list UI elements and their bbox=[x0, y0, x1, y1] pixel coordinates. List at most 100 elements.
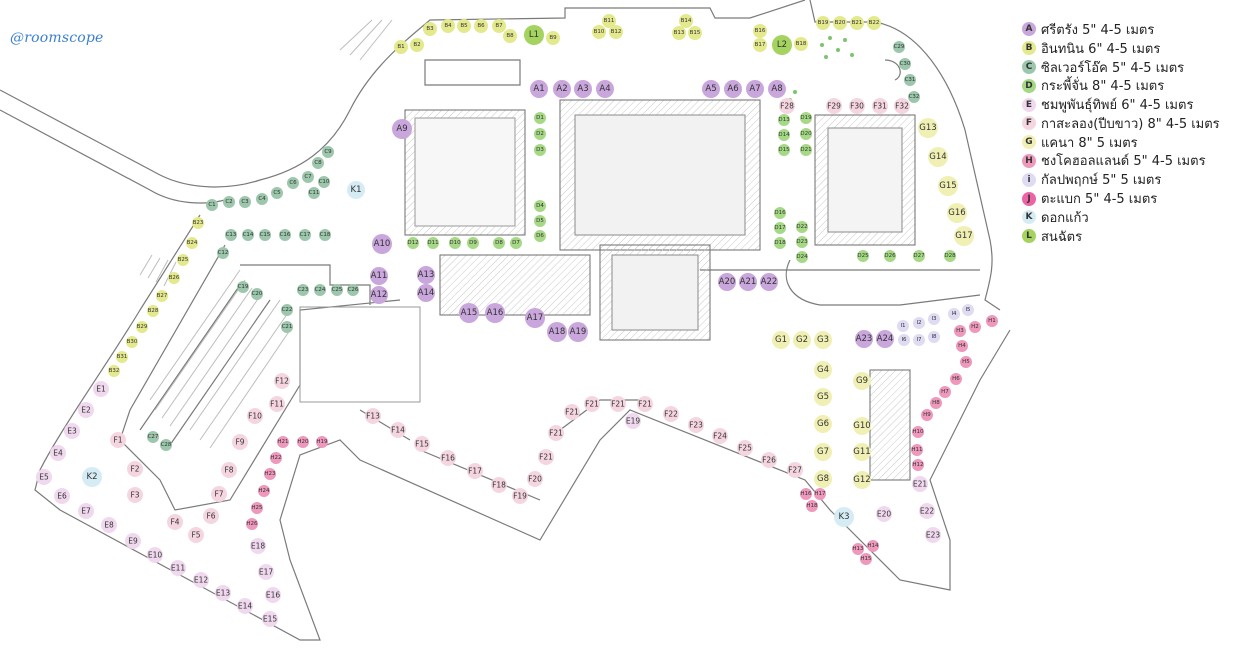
tree-marker: B22 bbox=[867, 16, 881, 30]
tree-marker-dot bbox=[912, 476, 928, 492]
tree-marker: C15 bbox=[259, 229, 271, 241]
tree-marker: F31 bbox=[872, 98, 888, 114]
tree-marker: H9 bbox=[921, 409, 933, 421]
tree-marker: A23 bbox=[855, 330, 873, 348]
tree-marker-dot bbox=[441, 19, 455, 33]
tree-marker-dot bbox=[54, 488, 70, 504]
tree-marker: L1 bbox=[524, 25, 544, 45]
tree-marker-dot bbox=[753, 24, 767, 38]
tree-marker-dot bbox=[774, 237, 786, 249]
tree-marker: D23 bbox=[796, 236, 808, 248]
tree-marker-dot bbox=[136, 321, 148, 333]
tree-marker-dot bbox=[904, 74, 916, 86]
tree-marker: B12 bbox=[609, 25, 623, 39]
tree-marker-dot bbox=[126, 336, 138, 348]
tree-marker-dot bbox=[867, 540, 879, 552]
tree-marker: B27 bbox=[156, 290, 168, 302]
tree-marker: E11 bbox=[170, 560, 186, 576]
tree-marker: I1 bbox=[897, 320, 909, 332]
tree-marker: G3 bbox=[814, 331, 832, 349]
tree-marker: E15 bbox=[262, 611, 278, 627]
tree-marker-dot bbox=[127, 487, 143, 503]
tree-marker-dot bbox=[702, 80, 720, 98]
tree-marker: C2 bbox=[223, 196, 235, 208]
tree-marker: C27 bbox=[147, 431, 159, 443]
tree-marker: I6 bbox=[898, 334, 910, 346]
parking-stripes bbox=[139, 19, 393, 449]
tree-marker: C28 bbox=[160, 439, 172, 451]
brand-logo: @roomscope bbox=[10, 30, 104, 46]
tree-marker: C3 bbox=[239, 196, 251, 208]
tree-marker: F12 bbox=[274, 373, 290, 389]
tree-marker: H10 bbox=[912, 426, 924, 438]
tree-marker-dot bbox=[760, 273, 778, 291]
tree-marker: E5 bbox=[36, 469, 52, 485]
tree-marker: H19 bbox=[316, 436, 328, 448]
tree-marker: D14 bbox=[778, 129, 790, 141]
tree-marker-dot bbox=[270, 452, 282, 464]
tree-marker: F21 bbox=[564, 404, 580, 420]
tree-marker-dot bbox=[855, 330, 873, 348]
tree-marker-dot bbox=[530, 80, 548, 98]
tree-marker-dot bbox=[459, 303, 479, 323]
tree-marker-dot bbox=[814, 361, 832, 379]
tree-marker-dot bbox=[246, 518, 258, 530]
tree-marker-dot bbox=[913, 250, 925, 262]
tree-marker: F28 bbox=[779, 98, 795, 114]
tree-marker-dot bbox=[928, 331, 940, 343]
tree-marker: F25 bbox=[737, 440, 753, 456]
tree-marker-dot bbox=[116, 351, 128, 363]
tree-marker-dot bbox=[746, 80, 764, 98]
tree-marker-dot bbox=[524, 25, 544, 45]
tree-marker: C18 bbox=[319, 229, 331, 241]
tree-marker: F32 bbox=[894, 98, 910, 114]
legend-swatch: K bbox=[1022, 210, 1036, 225]
buildings bbox=[404, 99, 916, 481]
tree-marker-dot bbox=[147, 431, 159, 443]
tree-marker: F8 bbox=[221, 462, 237, 478]
tree-marker: C26 bbox=[347, 284, 359, 296]
tree-marker-dot bbox=[392, 119, 412, 139]
tree-marker-dot bbox=[347, 284, 359, 296]
tree-marker-dot bbox=[948, 308, 960, 320]
tree-marker-dot bbox=[237, 281, 249, 293]
tree-marker-dot bbox=[574, 80, 592, 98]
legend-label: กัลปพฤกษ์ 5" 5 เมตร bbox=[1041, 173, 1162, 189]
legend-swatch: J bbox=[1022, 191, 1036, 206]
tree-marker: E7 bbox=[78, 503, 94, 519]
tree-marker-dot bbox=[853, 417, 871, 435]
tree-marker: C17 bbox=[299, 229, 311, 241]
tree-marker: C5 bbox=[271, 187, 283, 199]
tree-marker-dot bbox=[167, 514, 183, 530]
tree-marker-dot bbox=[467, 237, 479, 249]
legend-swatch: C bbox=[1022, 59, 1036, 74]
tree-marker: A5 bbox=[702, 80, 720, 98]
tree-marker-dot bbox=[221, 462, 237, 478]
tree-marker: A2 bbox=[553, 80, 571, 98]
tree-marker: D15 bbox=[778, 144, 790, 156]
tree-marker-dot bbox=[969, 321, 981, 333]
tree-marker: B9 bbox=[546, 31, 560, 45]
tree-marker: H1 bbox=[986, 315, 998, 327]
tree-marker-dot bbox=[592, 25, 606, 39]
tree-marker: D10 bbox=[449, 237, 461, 249]
tree-marker-dot bbox=[331, 284, 343, 296]
tree-marker-dot bbox=[493, 237, 505, 249]
tree-marker: C31 bbox=[904, 74, 916, 86]
tree-marker-dot bbox=[427, 237, 439, 249]
tree-marker: H14 bbox=[867, 540, 879, 552]
tree-marker: A15 bbox=[459, 303, 479, 323]
tree-marker: C19 bbox=[237, 281, 249, 293]
tree-marker: B18 bbox=[794, 37, 808, 51]
tree-marker: G12 bbox=[853, 471, 871, 489]
tree-marker: C21 bbox=[281, 321, 293, 333]
tree-marker-dot bbox=[370, 267, 388, 285]
tree-marker-dot bbox=[908, 91, 920, 103]
tree-marker: D22 bbox=[796, 221, 808, 233]
tree-marker-dot bbox=[796, 236, 808, 248]
tree-marker-dot bbox=[160, 439, 172, 451]
tree-marker-dot bbox=[297, 284, 309, 296]
tree-marker: B4 bbox=[441, 19, 455, 33]
